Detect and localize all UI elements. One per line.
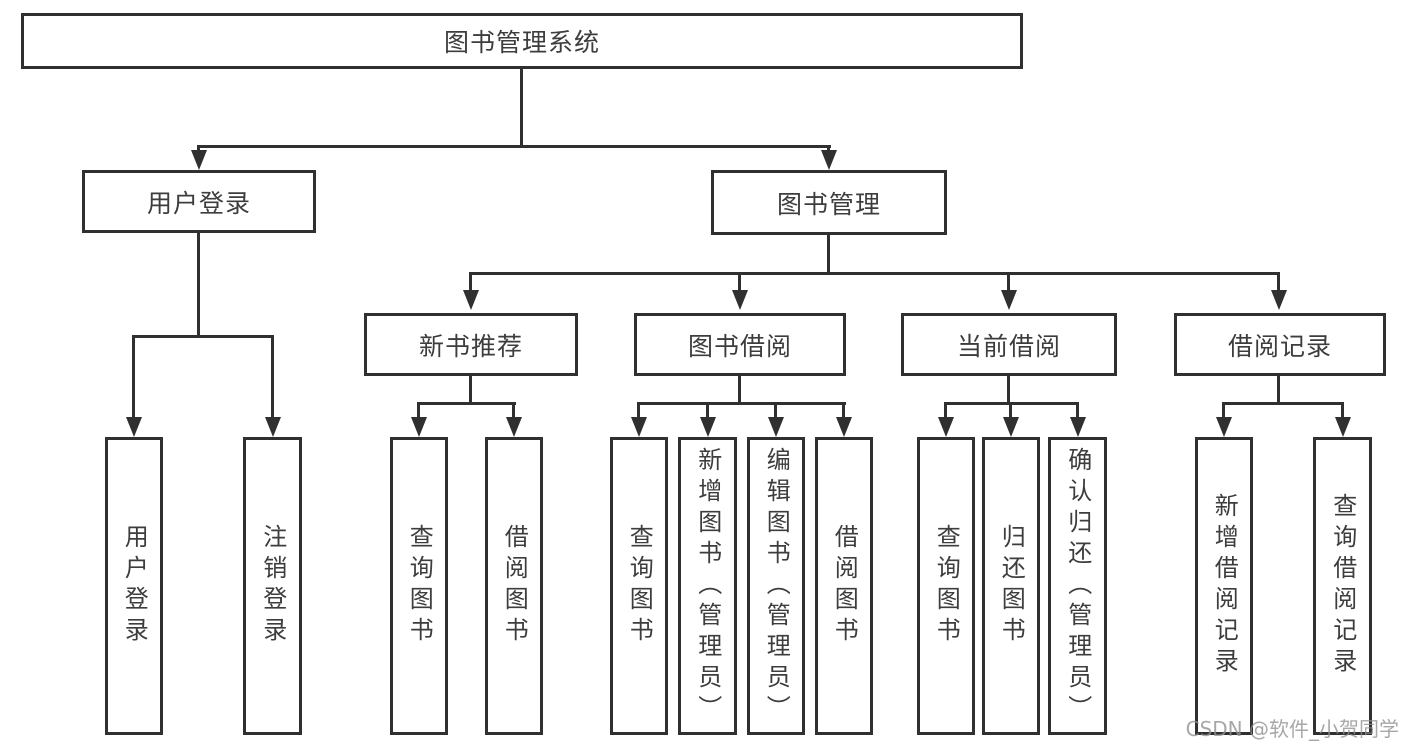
leaf-query-books-current-label: 查询图书 (932, 524, 961, 648)
leaf-query-borrow-record-label: 查询借阅记录 (1328, 493, 1357, 679)
leaf-user-login-label: 用户登录 (120, 524, 149, 648)
leaf-query-books-current: 查询图书 (917, 437, 975, 735)
arrow-down-icon (125, 335, 142, 437)
leaf-query-books-borrow: 查询图书 (610, 437, 668, 735)
node-new-books-label: 新书推荐 (418, 331, 523, 361)
node-book-borrow: 图书借阅 (634, 313, 846, 376)
leaf-query-books-borrow-label: 查询图书 (625, 524, 654, 648)
connector-line (637, 402, 846, 405)
arrow-down-icon (630, 402, 647, 437)
leaf-confirm-return-admin-label: 确认归还（管理员） (1063, 446, 1092, 726)
arrow-down-icon (1000, 272, 1017, 310)
connector-line (1277, 376, 1280, 405)
connector-line (197, 233, 200, 337)
connector-line (738, 376, 741, 405)
leaf-borrow-books-label: 借阅图书 (830, 524, 859, 648)
node-book-mgmt: 图书管理 (711, 170, 947, 235)
arrow-down-icon (937, 402, 954, 437)
node-root-label: 图书管理系统 (443, 28, 600, 57)
arrow-down-icon (410, 402, 427, 437)
node-current-borrow-label: 当前借阅 (956, 331, 1061, 361)
arrow-down-icon (505, 402, 522, 437)
node-borrow-records-label: 借阅记录 (1227, 331, 1332, 361)
arrow-down-icon (835, 402, 852, 437)
connector-line (132, 335, 274, 338)
node-book-borrow-label: 图书借阅 (687, 331, 792, 361)
arrow-down-icon (1215, 402, 1232, 437)
leaf-add-books-admin: 新增图书（管理员） (678, 437, 737, 735)
leaf-query-books-new-label: 查询图书 (405, 524, 434, 648)
arrow-down-icon (1270, 272, 1287, 310)
leaf-confirm-return-admin: 确认归还（管理员） (1048, 437, 1107, 735)
arrow-down-icon (1334, 402, 1351, 437)
connector-line (469, 272, 1280, 275)
leaf-edit-books-admin: 编辑图书（管理员） (747, 437, 805, 735)
leaf-query-books-new: 查询图书 (390, 437, 448, 735)
connector-line (469, 376, 472, 405)
arrow-down-icon (820, 145, 837, 170)
node-user-login-label: 用户登录 (146, 188, 251, 218)
arrow-down-icon (462, 272, 479, 310)
connector-line (520, 69, 523, 147)
arrow-down-icon (264, 335, 281, 437)
leaf-edit-books-admin-label: 编辑图书（管理员） (762, 446, 791, 726)
leaf-logout: 注销登录 (243, 437, 302, 735)
arrow-down-icon (1069, 402, 1086, 437)
connector-line (1007, 376, 1010, 405)
leaf-user-login: 用户登录 (105, 437, 163, 735)
node-root: 图书管理系统 (21, 13, 1023, 69)
leaf-borrow-books: 借阅图书 (815, 437, 873, 735)
connector-line (827, 235, 830, 275)
arrow-down-icon (767, 402, 784, 437)
node-book-mgmt-label: 图书管理 (776, 189, 881, 219)
leaf-return-books: 归还图书 (982, 437, 1040, 735)
leaf-return-books-label: 归还图书 (997, 524, 1026, 648)
node-user-login: 用户登录 (82, 170, 316, 233)
arrow-down-icon (190, 145, 207, 170)
leaf-add-books-admin-label: 新增图书（管理员） (693, 446, 722, 726)
leaf-add-borrow-record: 新增借阅记录 (1195, 437, 1253, 735)
connector-line (417, 402, 516, 405)
arrow-down-icon (731, 272, 748, 310)
connector-line (197, 145, 831, 148)
leaf-add-borrow-record-label: 新增借阅记录 (1210, 493, 1239, 679)
connector-line (1222, 402, 1344, 405)
node-new-books: 新书推荐 (364, 313, 578, 376)
leaf-logout-label: 注销登录 (258, 524, 287, 648)
node-current-borrow: 当前借阅 (901, 313, 1117, 376)
leaf-query-borrow-record: 查询借阅记录 (1313, 437, 1372, 735)
arrow-down-icon (699, 402, 716, 437)
node-borrow-records: 借阅记录 (1174, 313, 1386, 376)
leaf-borrow-books-new: 借阅图书 (485, 437, 543, 735)
arrow-down-icon (1002, 402, 1019, 437)
leaf-borrow-books-new-label: 借阅图书 (500, 524, 529, 648)
csdn-watermark: CSDN @软件_小贺同学 (1185, 717, 1399, 741)
